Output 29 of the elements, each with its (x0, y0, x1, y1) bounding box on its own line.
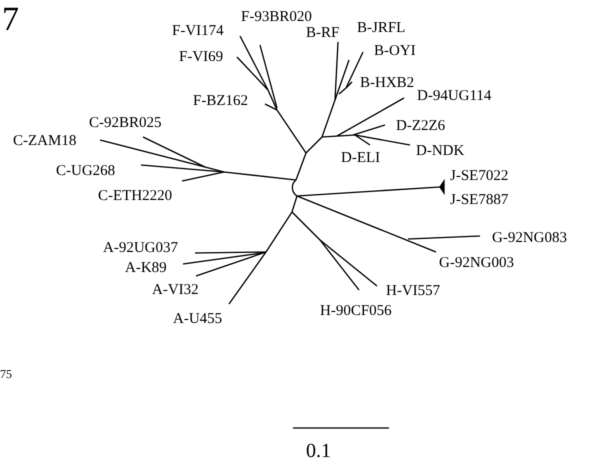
taxon-label: A-92UG037 (103, 240, 178, 256)
taxon-label: D-94UG114 (417, 88, 492, 104)
taxon-label: D-Z2Z6 (396, 118, 446, 134)
taxon-label: B-HXB2 (360, 76, 414, 90)
taxon-label: B-OYI (374, 44, 416, 58)
taxon-label: F-VI174 (172, 24, 224, 38)
taxon-label: J-SE7887 (450, 192, 508, 208)
figure-text: 75 (0, 368, 12, 380)
taxon-label: H-VI557 (386, 284, 440, 298)
taxon-label: G-92NG083 (492, 230, 567, 246)
taxon-label: C-ZAM18 (13, 134, 76, 148)
taxon-label: C-92BR025 (89, 116, 162, 130)
taxon-label: H-90CF056 (320, 304, 392, 318)
taxon-label: C-ETH2220 (98, 188, 172, 204)
scale-label: 0.1 (306, 441, 331, 461)
taxon-label: F-BZ162 (193, 94, 248, 108)
taxon-label: A-K89 (125, 260, 167, 276)
taxon-label: C-UG268 (56, 164, 116, 178)
taxon-label: G-92NG003 (439, 256, 514, 270)
taxon-label: J-SE7022 (450, 168, 508, 184)
taxon-label: B-RF (306, 26, 340, 40)
taxon-label: F-VI69 (179, 50, 224, 64)
taxon-label: F-93BR020 (241, 10, 312, 24)
taxon-label: A-VI32 (152, 282, 199, 298)
taxon-label: D-ELI (341, 150, 380, 166)
taxon-label: A-U455 (173, 312, 222, 326)
taxon-label: B-JRFL (357, 20, 406, 36)
figure-text: 7 (2, 3, 19, 37)
taxon-label: D-NDK (416, 144, 464, 158)
